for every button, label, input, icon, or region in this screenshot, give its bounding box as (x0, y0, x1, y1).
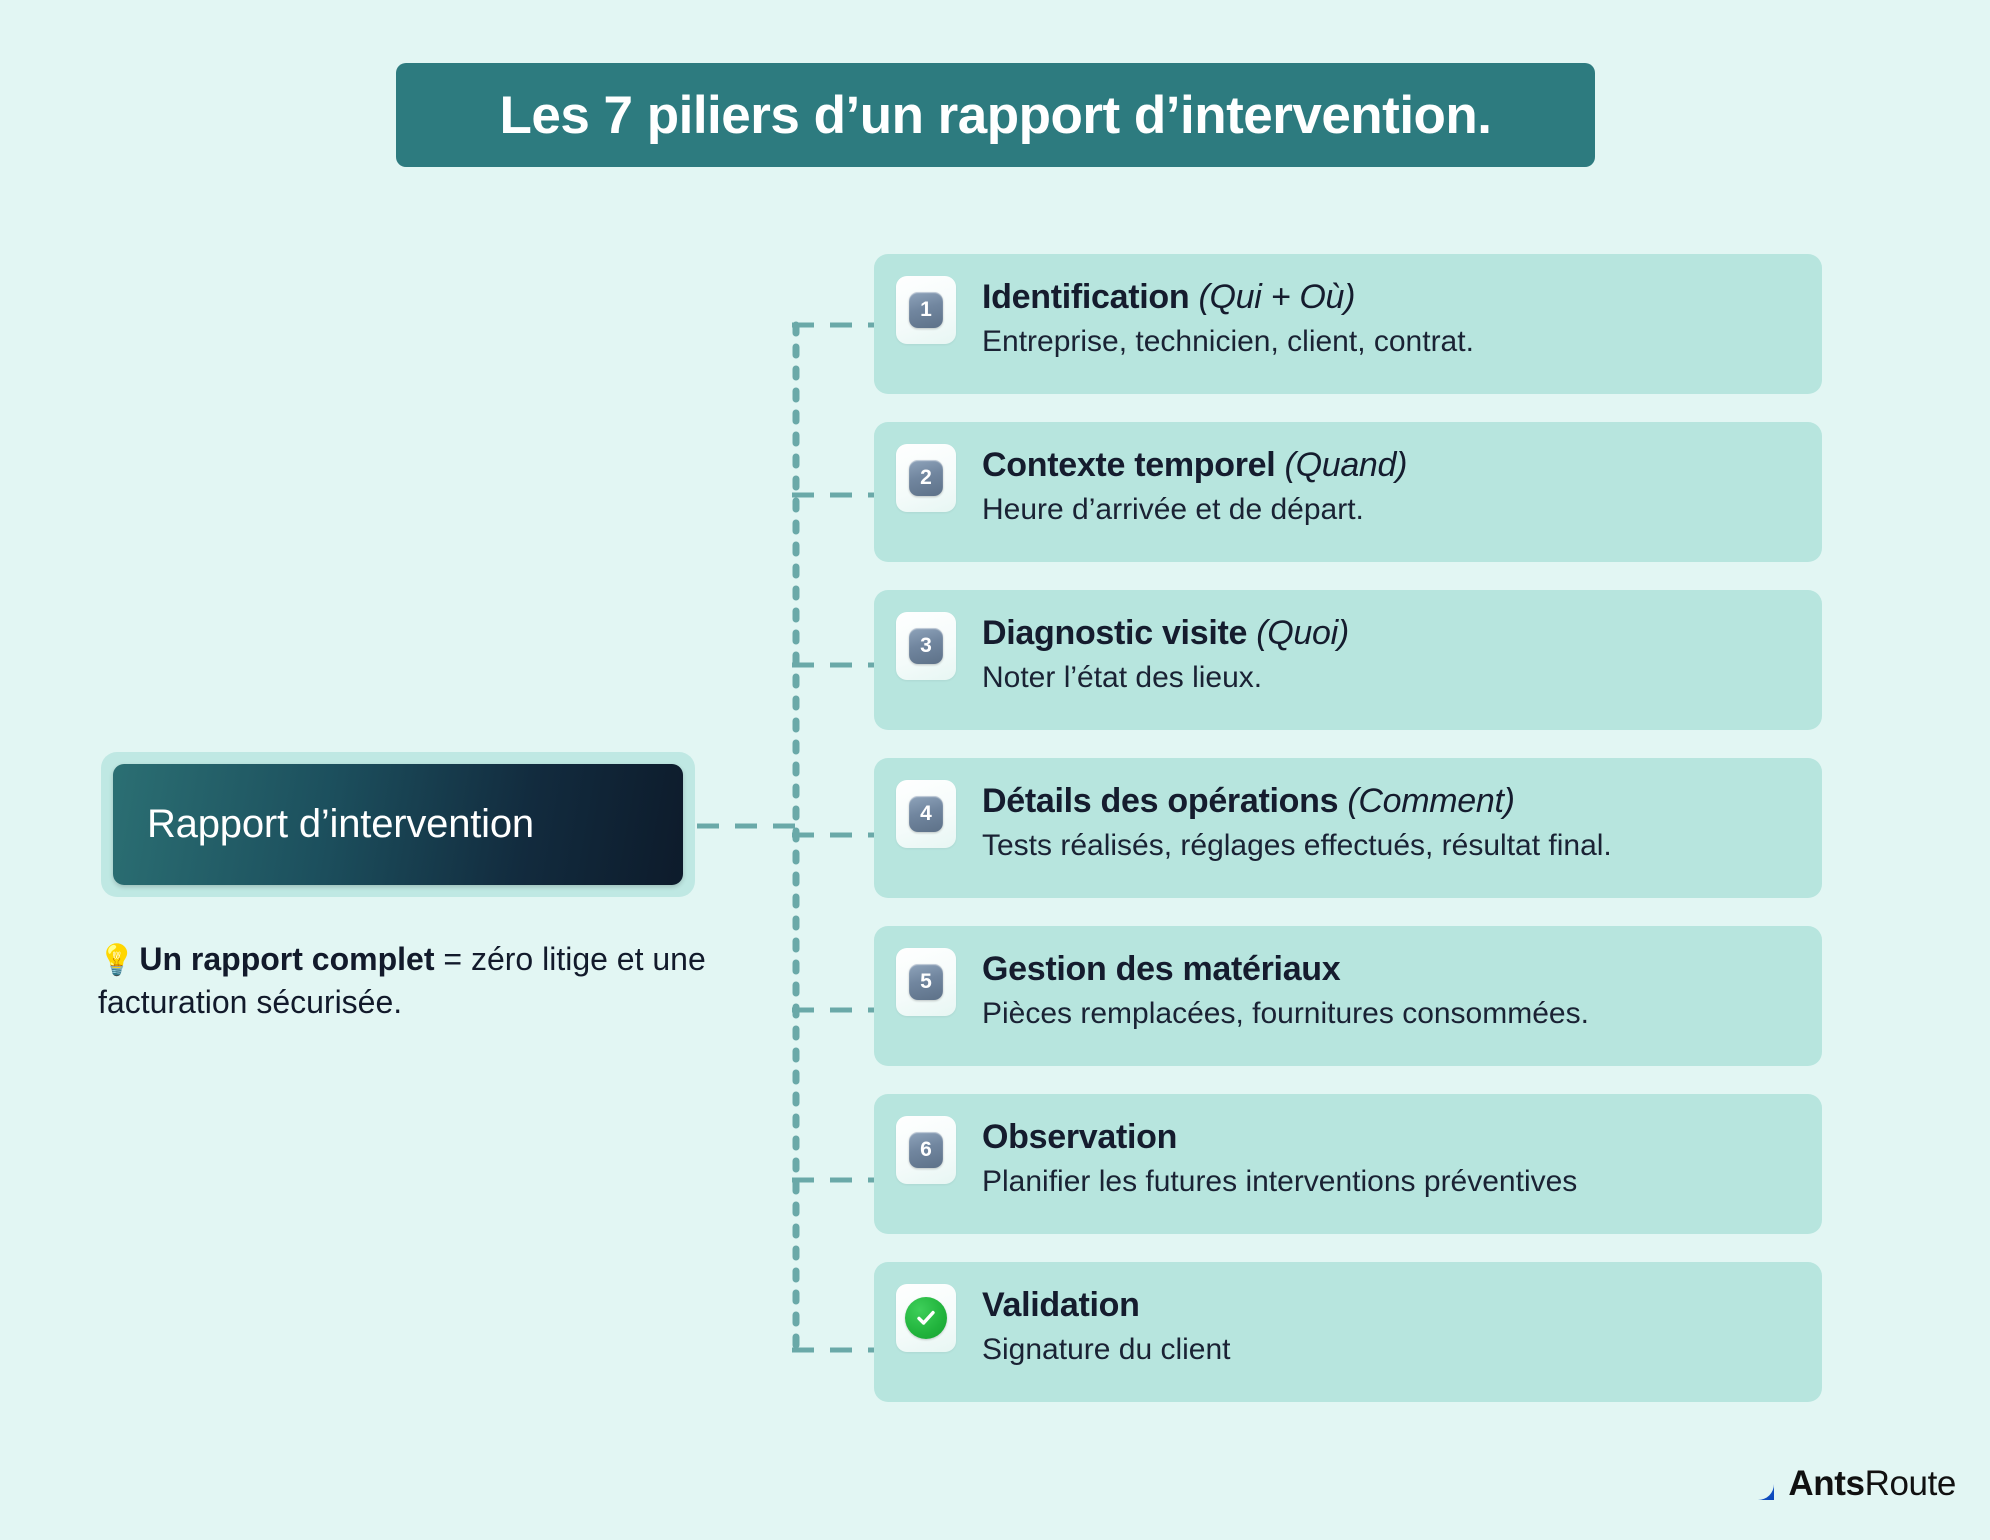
central-node-frame: Rapport d’intervention (101, 752, 695, 897)
pillar-title-row: Observation (982, 1118, 1577, 1156)
pillar-title: Contexte temporel (982, 446, 1285, 484)
pillar-card[interactable]: 5 Gestion des matériaux Pièces remplacée… (874, 926, 1822, 1066)
pillar-card-text: Identification (Qui + Où) Entreprise, te… (982, 276, 1474, 360)
brand-name: AntsRoute (1788, 1464, 1956, 1504)
pillar-description: Noter l’état des lieux. (982, 661, 1263, 695)
pillar-title-row: Gestion des matériaux (982, 950, 1589, 988)
pillar-title-paren: (Qui + Où) (1198, 278, 1356, 316)
brand-logo: AntsRoute (1740, 1464, 1956, 1504)
pillar-title-row: Contexte temporel (Quand) (982, 446, 1407, 484)
central-node[interactable]: Rapport d’intervention (113, 764, 683, 885)
pillar-description: Entreprise, technicien, client, contrat. (982, 325, 1474, 359)
pillar-description: Planifier les futures interventions prév… (982, 1165, 1578, 1199)
pillar-card[interactable]: 3 Diagnostic visite (Quoi) Noter l’état … (874, 590, 1822, 730)
step-badge: 5 (896, 948, 956, 1016)
pillar-card[interactable]: 6 Observation Planifier les futures inte… (874, 1094, 1822, 1234)
pillar-title-row: Validation (982, 1286, 1231, 1324)
step-badge: 6 (896, 1116, 956, 1184)
pillar-title: Validation (982, 1286, 1140, 1324)
brand-name-regular: Route (1864, 1464, 1957, 1503)
tip-note-bold: Un rapport complet (139, 941, 435, 977)
antsroute-logo-icon (1742, 1468, 1775, 1500)
tip-note: 💡Un rapport complet = zéro litige et une… (98, 938, 738, 1023)
pillar-card-text: Détails des opérations (Comment) Tests r… (982, 780, 1612, 864)
pillar-title-row: Détails des opérations (Comment) (982, 782, 1612, 820)
step-number-icon: 4 (909, 796, 943, 832)
page-title: Les 7 piliers d’un rapport d’interventio… (499, 85, 1492, 145)
pillar-title: Gestion des matériaux (982, 950, 1341, 988)
check-circle-icon (905, 1297, 947, 1339)
step-number-icon: 3 (909, 628, 943, 664)
brand-name-bold: Ants (1788, 1464, 1865, 1503)
lightbulb-icon: 💡 (98, 944, 136, 977)
central-node-label: Rapport d’intervention (147, 802, 534, 846)
pillar-title-paren: (Comment) (1347, 782, 1515, 820)
pillar-title: Détails des opérations (982, 782, 1348, 820)
pillar-card-text: Gestion des matériaux Pièces remplacées,… (982, 948, 1589, 1032)
step-badge (896, 1284, 956, 1352)
pillar-description: Heure d’arrivée et de départ. (982, 493, 1364, 527)
step-number-icon: 2 (909, 460, 943, 496)
step-number-icon: 1 (909, 292, 943, 328)
pillar-card-text: Validation Signature du client (982, 1284, 1231, 1368)
step-badge: 1 (896, 276, 956, 344)
pillar-card[interactable]: 2 Contexte temporel (Quand) Heure d’arri… (874, 422, 1822, 562)
pillar-description: Signature du client (982, 1333, 1231, 1367)
pillar-title-row: Diagnostic visite (Quoi) (982, 614, 1349, 652)
step-number-icon: 5 (909, 964, 943, 1000)
pillar-card-text: Contexte temporel (Quand) Heure d’arrivé… (982, 444, 1407, 528)
pillar-card[interactable]: Validation Signature du client (874, 1262, 1822, 1402)
step-badge: 4 (896, 780, 956, 848)
pillar-description: Pièces remplacées, fournitures consommée… (982, 997, 1589, 1031)
step-number-icon: 6 (909, 1132, 943, 1168)
pillar-title: Observation (982, 1118, 1178, 1156)
tip-note-rest: = zéro litige et une facturation sécuris… (98, 941, 706, 1020)
pillar-title-paren: (Quand) (1284, 446, 1408, 484)
pillar-title: Diagnostic visite (982, 614, 1257, 652)
step-badge: 3 (896, 612, 956, 680)
pillar-card-list: 1 Identification (Qui + Où) Entreprise, … (874, 254, 1822, 1430)
pillar-title-row: Identification (Qui + Où) (982, 278, 1474, 316)
step-badge: 2 (896, 444, 956, 512)
pillar-card[interactable]: 1 Identification (Qui + Où) Entreprise, … (874, 254, 1822, 394)
pillar-title: Identification (982, 278, 1199, 316)
pillar-card[interactable]: 4 Détails des opérations (Comment) Tests… (874, 758, 1822, 898)
page-title-bar: Les 7 piliers d’un rapport d’interventio… (396, 63, 1595, 167)
pillar-card-text: Observation Planifier les futures interv… (982, 1116, 1577, 1200)
pillar-card-text: Diagnostic visite (Quoi) Noter l’état de… (982, 612, 1349, 696)
pillar-description: Tests réalisés, réglages effectués, résu… (982, 829, 1612, 863)
pillar-title-paren: (Quoi) (1256, 614, 1349, 652)
